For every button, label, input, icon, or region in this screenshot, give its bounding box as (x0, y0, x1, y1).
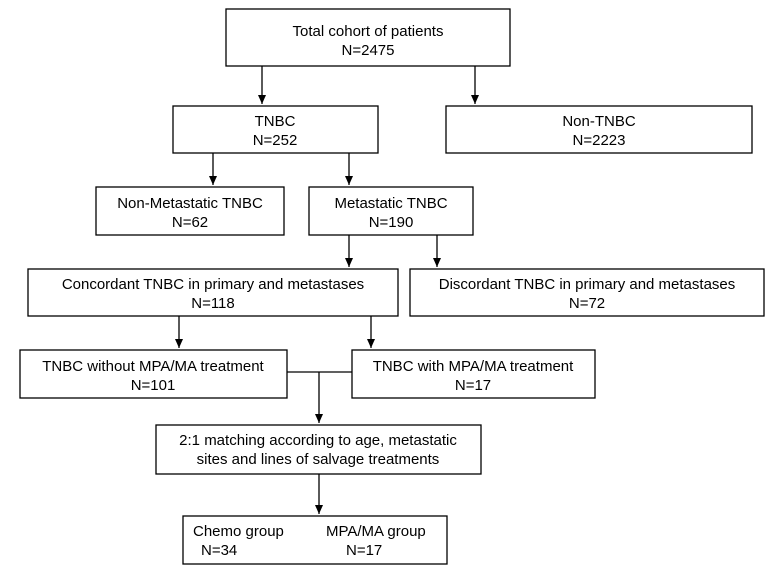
without-mpa-count: N=101 (131, 377, 176, 394)
metastatic-count: N=190 (369, 214, 414, 231)
node-concordant-tnbc: Concordant TNBC in primary and metastase… (27, 268, 399, 317)
mpa-group-title: MPA/MA group (326, 523, 426, 540)
tnbc-count: N=252 (253, 132, 298, 149)
matching-line-2: sites and lines of salvage treatments (197, 451, 440, 468)
node-non-tnbc: Non-TNBC N=2223 (445, 105, 753, 154)
with-mpa-count: N=17 (455, 377, 491, 394)
node-discordant-tnbc: Discordant TNBC in primary and metastase… (409, 268, 765, 317)
node-tnbc-with-mpa: TNBC with MPA/MA treatment N=17 (351, 349, 596, 399)
discordant-title: Discordant TNBC in primary and metastase… (439, 276, 736, 293)
discordant-count: N=72 (569, 295, 605, 312)
metastatic-title: Metastatic TNBC (334, 195, 447, 212)
mpa-group-count: N=17 (346, 542, 382, 559)
concordant-title: Concordant TNBC in primary and metastase… (62, 276, 364, 293)
total-cohort-count: N=2475 (342, 42, 395, 59)
node-tnbc: TNBC N=252 (172, 105, 379, 154)
chemo-group-count: N=34 (201, 542, 237, 559)
matching-line-1: 2:1 matching according to age, metastati… (179, 432, 457, 449)
node-non-metastatic-tnbc: Non-Metastatic TNBC N=62 (95, 186, 285, 236)
total-cohort-title: Total cohort of patients (293, 23, 444, 40)
non-tnbc-title: Non-TNBC (562, 113, 636, 130)
non-metastatic-title: Non-Metastatic TNBC (117, 195, 263, 212)
tnbc-title: TNBC (255, 113, 296, 130)
non-metastatic-count: N=62 (172, 214, 208, 231)
node-metastatic-tnbc: Metastatic TNBC N=190 (308, 186, 474, 236)
node-matching: 2:1 matching according to age, metastati… (155, 424, 482, 475)
without-mpa-title: TNBC without MPA/MA treatment (42, 358, 264, 375)
non-tnbc-count: N=2223 (573, 132, 626, 149)
with-mpa-title: TNBC with MPA/MA treatment (373, 358, 574, 375)
chemo-group-title: Chemo group (193, 523, 284, 540)
node-groups: Chemo group N=34 MPA/MA group N=17 (182, 515, 448, 565)
node-tnbc-without-mpa: TNBC without MPA/MA treatment N=101 (19, 349, 288, 399)
connector-lines (175, 66, 479, 514)
concordant-count: N=118 (191, 295, 235, 312)
node-total-cohort: Total cohort of patients N=2475 (225, 8, 511, 67)
